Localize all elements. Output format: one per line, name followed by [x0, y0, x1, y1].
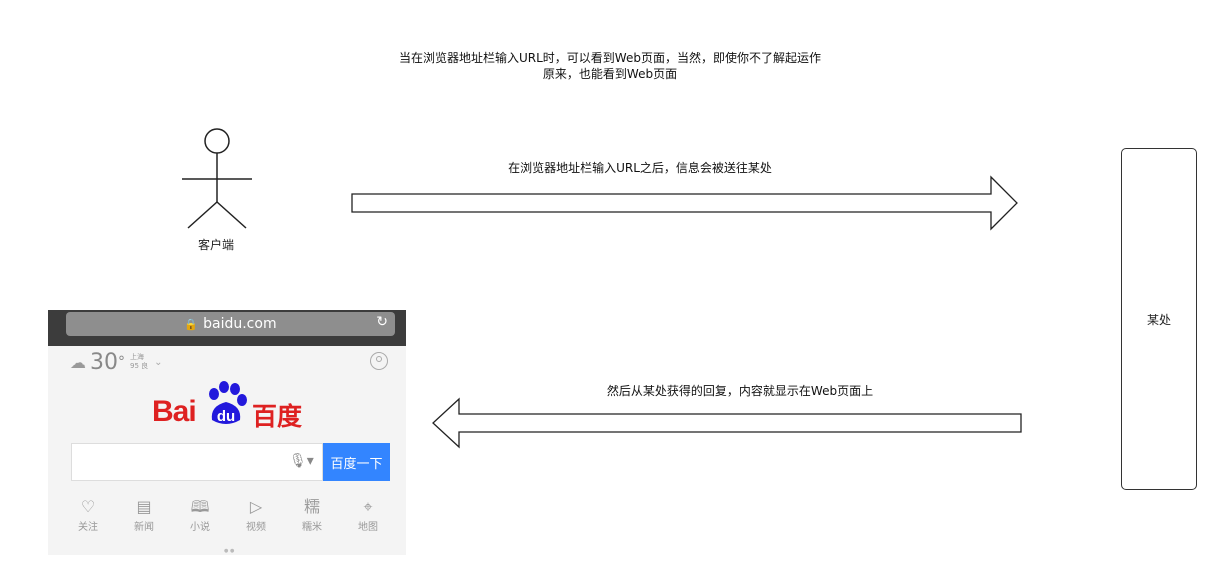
server-label: 某处	[1146, 312, 1171, 327]
intro-caption-line-2: 原来，也能看到Web页面	[542, 67, 678, 81]
nav-item-novel[interactable]: 🕮 小说	[172, 496, 228, 538]
search-button[interactable]: 百度一下	[323, 443, 390, 481]
nav-item-video[interactable]: ▷ 视频	[228, 496, 284, 538]
response-caption: 然后从某处获得的回复，内容就显示在Web页面上	[606, 384, 874, 398]
microphone-icon[interactable]: 🎙▾	[289, 453, 314, 469]
response-arrow	[432, 397, 1022, 449]
nav-label: 糯米	[302, 522, 322, 533]
actor-label: 客户端	[197, 238, 234, 252]
weather-city: 上海	[130, 353, 144, 361]
heart-circle-icon: ♡	[80, 497, 96, 516]
nav-label: 新闻	[134, 522, 154, 533]
actor-right-leg	[216, 201, 247, 229]
user-avatar-icon[interactable]	[370, 352, 388, 370]
quick-nav: ♡ 关注 ▤ 新闻 🕮 小说 ▷ 视频 糯 糯米 ⌖ 地图	[60, 496, 396, 538]
actor-head	[204, 128, 230, 154]
address-bar[interactable]: 🔒 baidu.com ↻	[66, 312, 395, 336]
news-icon: ▤	[136, 497, 152, 516]
nav-label: 关注	[78, 522, 98, 533]
request-arrow	[351, 175, 1018, 231]
logo-paw-text: du	[217, 408, 235, 425]
intro-caption-line-1: 当在浏览器地址栏输入URL时，可以看到Web页面，当然，即使你不了解起运作	[399, 51, 821, 65]
page-indicator: ● ●	[224, 548, 235, 554]
temperature-unit: °	[118, 354, 125, 370]
nav-label: 小说	[190, 522, 210, 533]
browser-screenshot: 🔒 baidu.com ↻ ☁ 30 ° 上海 95 良 ⌄ Bai du 百度…	[48, 310, 406, 555]
temperature: 30	[90, 349, 118, 375]
reload-icon[interactable]: ↻	[376, 314, 388, 330]
nav-item-news[interactable]: ▤ 新闻	[116, 496, 172, 538]
paw-icon: du	[209, 381, 247, 425]
lock-icon: 🔒	[184, 317, 199, 331]
weather-meta: 上海 95 良	[130, 353, 148, 371]
nav-label: 地图	[358, 522, 378, 533]
logo-text-baidu-cn: 百度	[252, 403, 303, 431]
weather-widget[interactable]: ☁ 30 ° 上海 95 良 ⌄	[70, 348, 163, 376]
map-pin-icon: ⌖	[363, 497, 373, 516]
chevron-down-icon: ⌄	[154, 356, 163, 368]
nav-item-follow[interactable]: ♡ 关注	[60, 496, 116, 538]
rain-cloud-icon: ☁	[70, 352, 86, 372]
actor-stick-figure	[182, 128, 252, 229]
intro-caption: 当在浏览器地址栏输入URL时，可以看到Web页面，当然，即使你不了解起运作 原来…	[300, 50, 920, 82]
weather-aqi: 95 良	[130, 362, 149, 370]
logo-text-bai: Bai	[152, 395, 197, 428]
book-icon: 🕮	[190, 497, 210, 516]
nav-item-nuomi[interactable]: 糯 糯米	[284, 496, 340, 538]
nav-label: 视频	[246, 522, 266, 533]
search-input[interactable]	[71, 443, 323, 481]
baidu-logo: Bai du 百度	[152, 380, 312, 432]
nav-item-map[interactable]: ⌖ 地图	[340, 496, 396, 538]
request-caption: 在浏览器地址栏输入URL之后，信息会被送往某处	[508, 161, 772, 175]
play-icon: ▷	[249, 497, 263, 516]
nuomi-icon: 糯	[303, 497, 320, 516]
actor-left-leg	[187, 201, 218, 229]
server-box: 某处	[1121, 148, 1197, 490]
address-text: baidu.com	[203, 316, 277, 332]
